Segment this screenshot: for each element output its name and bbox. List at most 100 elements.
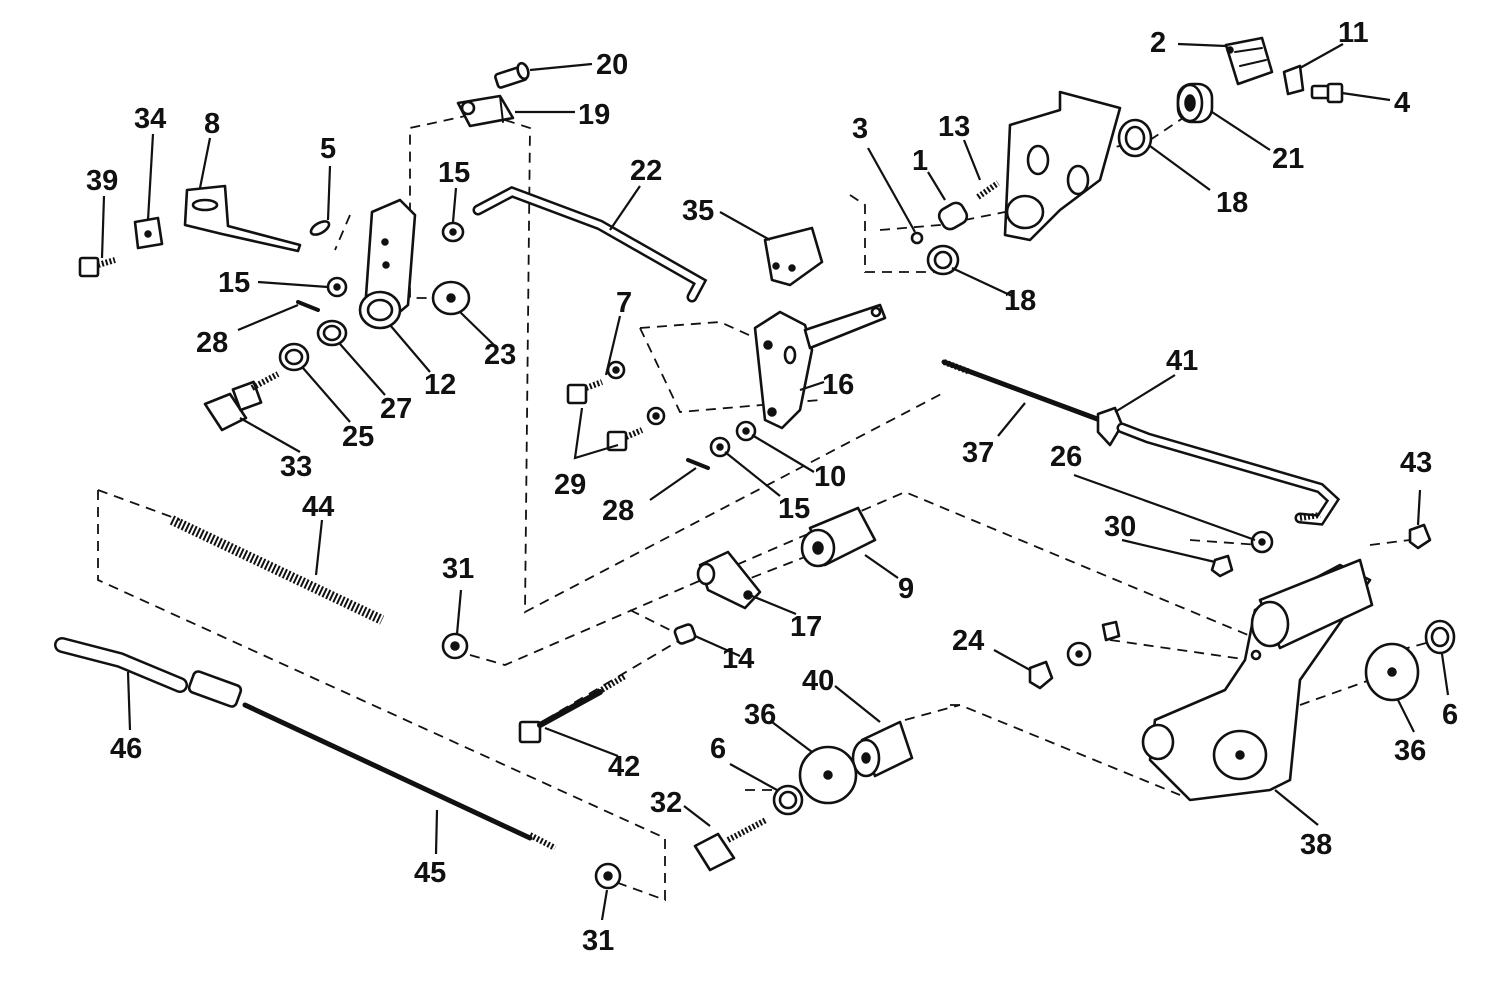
callout-46: 46 <box>110 733 142 765</box>
callout-6-left: 6 <box>710 733 726 765</box>
part-8-link-arm <box>183 184 302 253</box>
callout-28-center: 28 <box>602 495 634 527</box>
right-fasteners <box>1028 523 1432 690</box>
callout-3: 3 <box>852 113 868 145</box>
callout-10: 10 <box>814 461 846 493</box>
part-2-clip <box>1224 36 1274 86</box>
part-35-block <box>763 226 824 287</box>
part-38-bellcrank <box>1141 558 1374 802</box>
part-5-clip <box>309 220 331 236</box>
part-36-6-right <box>1364 619 1456 702</box>
callout-15-center: 15 <box>778 493 810 525</box>
callout-33: 33 <box>280 451 312 483</box>
part-9-bushing <box>800 506 877 568</box>
callout-7: 7 <box>616 287 632 319</box>
part-13-spring <box>976 180 1000 200</box>
callout-25: 25 <box>342 421 374 453</box>
leader-lines <box>100 42 1450 921</box>
part-14-sleeve <box>673 623 697 645</box>
callout-5: 5 <box>320 133 336 165</box>
part-22-rod <box>472 185 708 303</box>
part-45-rod <box>242 702 557 851</box>
callout-40: 40 <box>802 665 834 697</box>
washers-left <box>278 221 471 372</box>
callout-34: 34 <box>134 103 166 135</box>
part-1-detent <box>937 201 969 231</box>
center-fasteners <box>566 360 757 458</box>
part-34-plate <box>133 216 164 250</box>
callout-31-upper: 31 <box>442 553 474 585</box>
callout-18-lower: 18 <box>1004 285 1036 317</box>
callout-36-left: 36 <box>744 699 776 731</box>
part-20-pin <box>494 61 530 89</box>
callout-14: 14 <box>722 643 754 675</box>
part-46-cable <box>54 637 243 708</box>
part-44-spring <box>169 515 385 625</box>
callout-19: 19 <box>578 99 610 131</box>
callout-32: 32 <box>650 787 682 819</box>
part-3-ball <box>910 231 924 245</box>
callout-labels: 20 19 2 11 4 21 18 13 3 1 35 22 15 5 8 3… <box>86 17 1458 957</box>
callout-15-left: 15 <box>218 267 250 299</box>
callout-23: 23 <box>484 339 516 371</box>
callout-15-upper: 15 <box>438 157 470 189</box>
callout-43: 43 <box>1400 447 1432 479</box>
callout-17: 17 <box>790 611 822 643</box>
part-29-screw-lower <box>606 430 628 452</box>
part-32-bolt <box>693 817 768 872</box>
callout-2: 2 <box>1150 27 1166 59</box>
part-33-bolt <box>203 371 280 432</box>
callout-44: 44 <box>302 491 334 523</box>
callout-28-left: 28 <box>196 327 228 359</box>
part-18-lower-bushing <box>926 244 960 276</box>
callout-12: 12 <box>424 369 456 401</box>
callout-4: 4 <box>1394 87 1410 119</box>
callout-35: 35 <box>682 195 714 227</box>
part-11-lock-tab <box>1282 64 1305 96</box>
part-16-shift-lever <box>753 303 887 430</box>
part-4-screw <box>1310 82 1344 104</box>
part-41-grommet <box>1096 406 1124 447</box>
part-31-washers <box>441 632 622 890</box>
part-21-bushing <box>1176 82 1214 124</box>
callout-37: 37 <box>962 437 994 469</box>
part-36-6-left <box>772 745 858 816</box>
callout-26: 26 <box>1050 441 1082 473</box>
callout-22: 22 <box>630 155 662 187</box>
callout-18-upper: 18 <box>1216 187 1248 219</box>
callout-9: 9 <box>898 573 914 605</box>
part-18-upper-bushing <box>1117 118 1153 158</box>
part-30-nut-upper <box>1210 554 1234 578</box>
callout-6-right: 6 <box>1442 699 1458 731</box>
part-37-rod <box>941 359 1341 526</box>
part-42-bolt <box>518 673 627 744</box>
callout-29: 29 <box>554 469 586 501</box>
part-40-spacer <box>851 720 914 778</box>
part-39-bolt <box>78 256 116 278</box>
part-28-pins <box>296 300 710 470</box>
callout-24: 24 <box>952 625 984 657</box>
callout-27: 27 <box>380 393 412 425</box>
callout-42: 42 <box>608 751 640 783</box>
callout-39: 39 <box>86 165 118 197</box>
callout-38: 38 <box>1300 829 1332 861</box>
callout-41: 41 <box>1166 345 1198 377</box>
callout-30: 30 <box>1104 511 1136 543</box>
part-43-nut <box>1408 523 1432 550</box>
callout-1: 1 <box>912 145 928 177</box>
part-19-clevis <box>456 94 515 128</box>
part-17-clevis <box>696 550 762 610</box>
callout-36-right: 36 <box>1394 735 1426 767</box>
part-29-screw-upper <box>566 383 588 405</box>
callout-13: 13 <box>938 111 970 143</box>
part-24-nut <box>1028 660 1054 690</box>
part-12-lever <box>358 198 417 330</box>
callout-11: 11 <box>1338 17 1369 49</box>
callout-31-lower: 31 <box>582 925 614 957</box>
callout-20: 20 <box>596 49 628 81</box>
callout-16: 16 <box>822 369 854 401</box>
callout-8: 8 <box>204 108 220 140</box>
callout-45: 45 <box>414 857 446 889</box>
